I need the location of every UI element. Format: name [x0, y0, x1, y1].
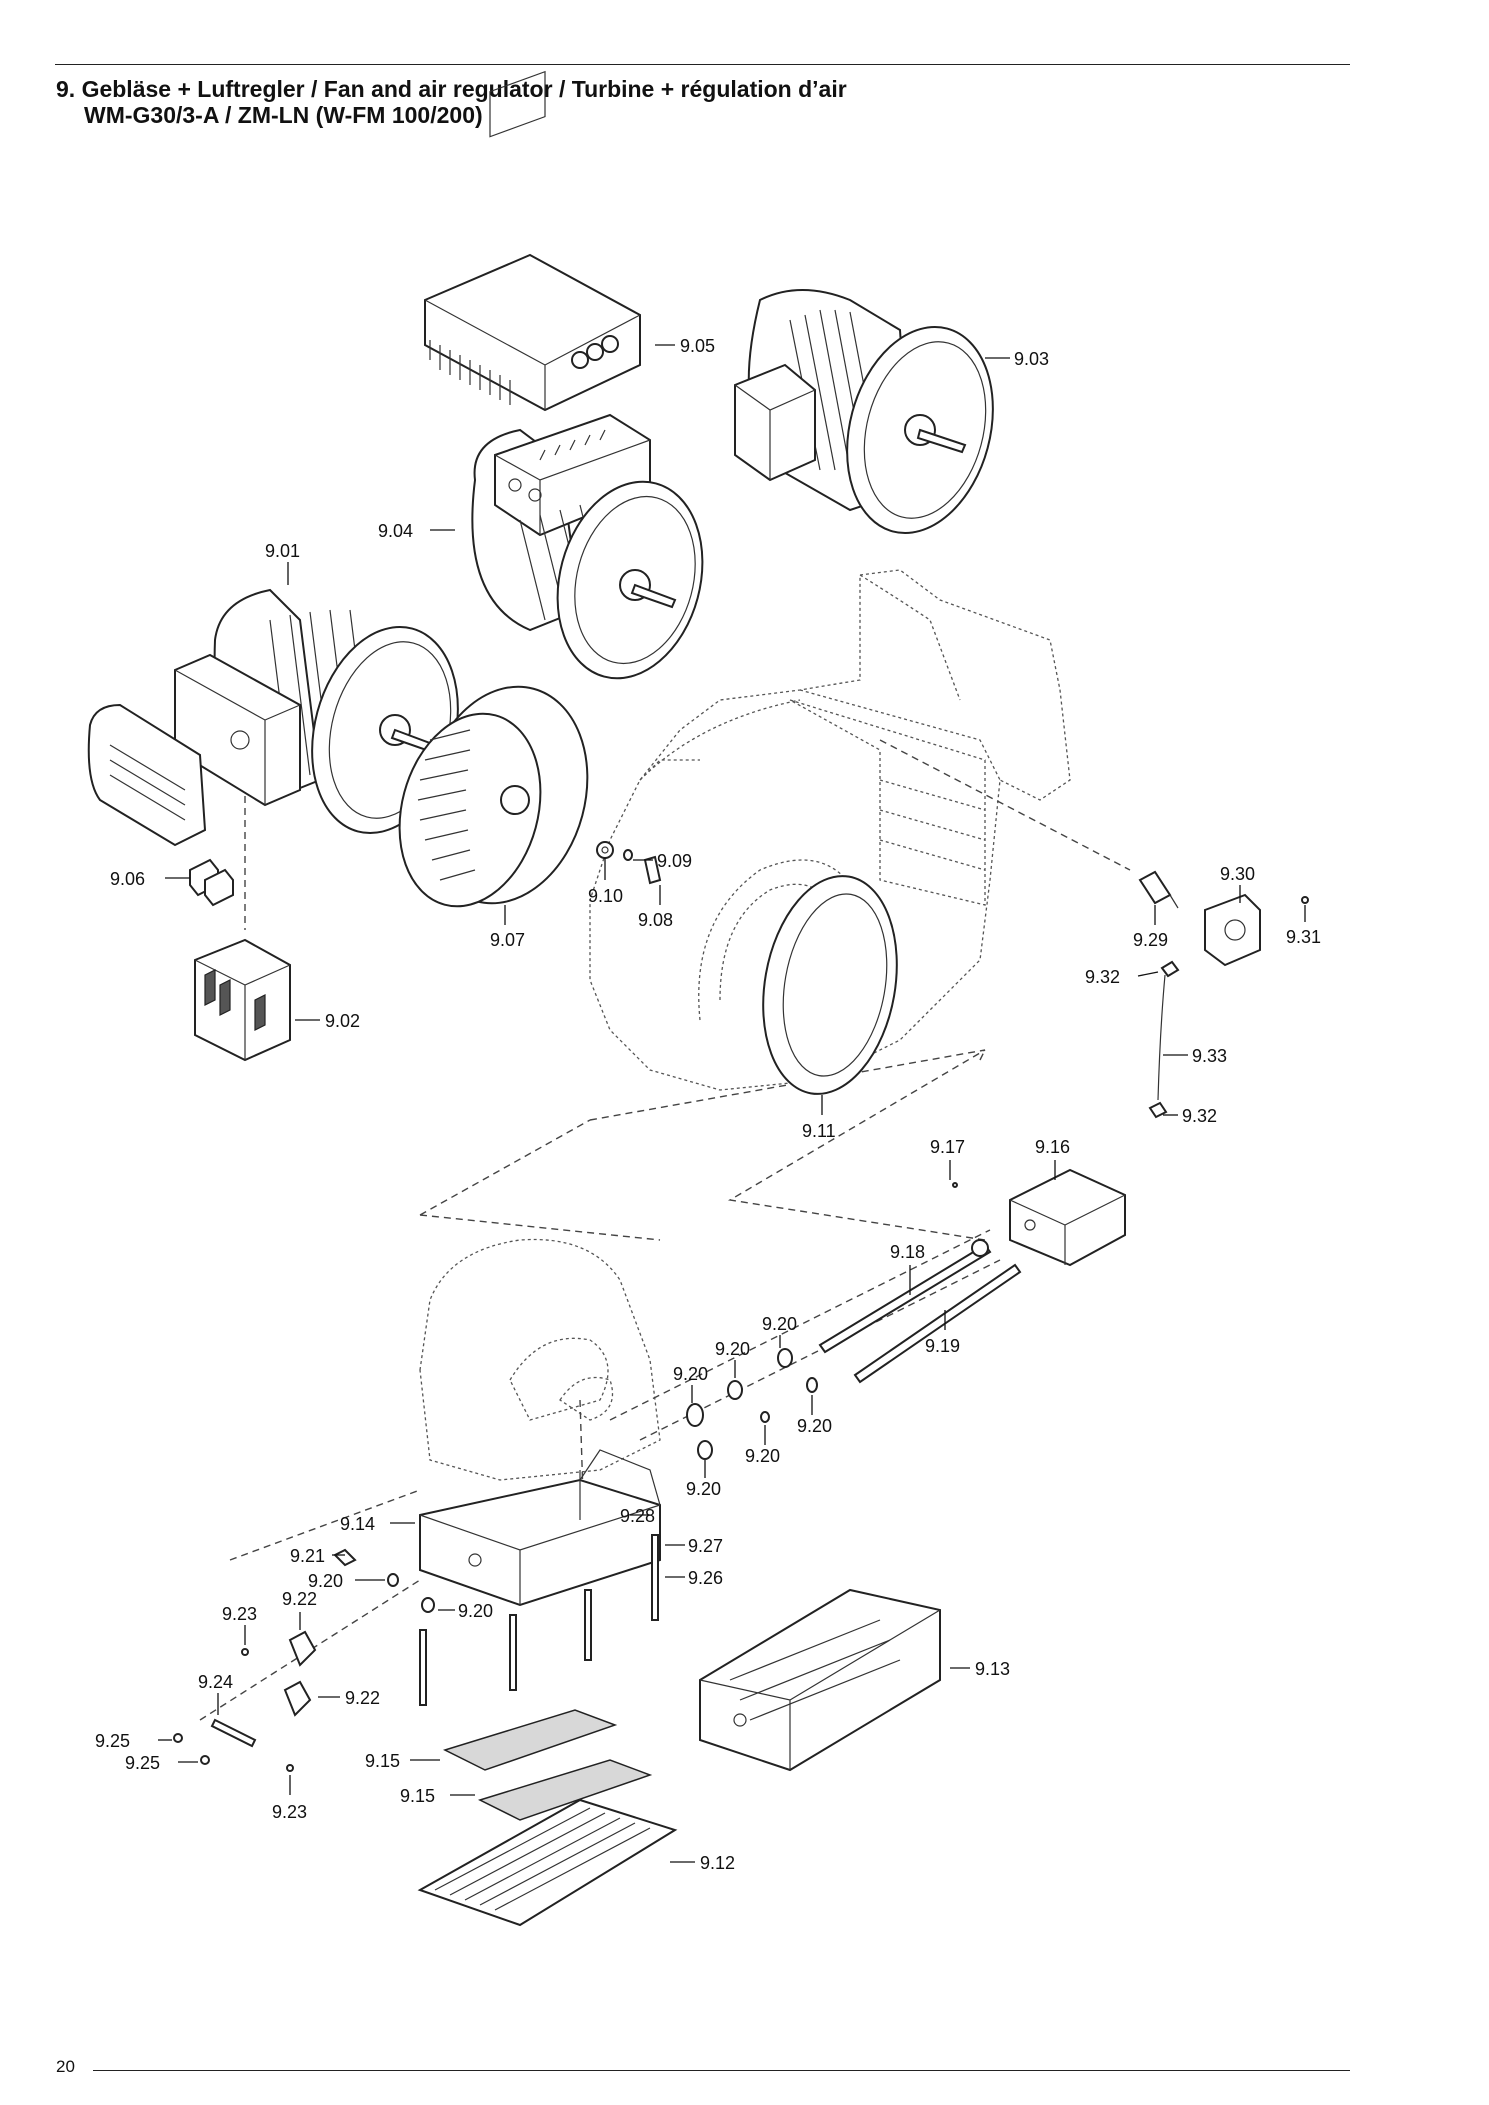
parts-9-20-rings	[387, 1348, 818, 1613]
callout-9-16: 9.16	[1035, 1137, 1070, 1157]
callout-9-29: 9.29	[1133, 930, 1168, 950]
callout-9-20-g: 9.20	[308, 1571, 343, 1591]
parts-9-32-9-33-hose	[1148, 960, 1180, 1119]
bolts-9-26-9-28	[419, 1470, 659, 1706]
callout-9-20-h: 9.20	[458, 1601, 493, 1621]
callout-9-32-upper: 9.32	[1085, 967, 1120, 987]
callout-9-19: 9.19	[925, 1336, 960, 1356]
part-9-04-motor	[471, 413, 704, 680]
parts-9-29-to-9-31	[1138, 870, 1309, 967]
callout-9-22-lower: 9.22	[345, 1688, 380, 1708]
part-9-16-servomotor	[952, 1168, 1126, 1267]
callout-9-27: 9.27	[688, 1536, 723, 1556]
callout-9-07: 9.07	[490, 930, 525, 950]
callout-9-10: 9.10	[588, 886, 623, 906]
page-number: 20	[56, 2057, 75, 2076]
callout-9-13: 9.13	[975, 1659, 1010, 1679]
part-9-03-motor	[734, 289, 994, 535]
lower-housing-outline	[419, 1238, 661, 1481]
callout-9-20-b: 9.20	[715, 1339, 750, 1359]
footer-rule	[93, 2070, 1350, 2071]
callout-9-25-lower: 9.25	[125, 1753, 160, 1773]
callout-9-25-upper: 9.25	[95, 1731, 130, 1751]
callout-labels: 9.05 9.03 9.04 9.01 9.06 9.02 9.07 9.10 …	[95, 336, 1321, 1873]
part-9-12-grid	[417, 1798, 678, 1927]
callout-9-02: 9.02	[325, 1011, 360, 1031]
header-rule	[55, 64, 1350, 65]
page-subtitle: WM-G30/3-A / ZM-LN (W-FM 100/200)	[84, 102, 483, 128]
small-parts-9-08-9-10	[596, 841, 662, 885]
callout-9-31: 9.31	[1286, 927, 1321, 947]
callout-9-20-d: 9.20	[797, 1416, 832, 1436]
parts-9-18-9-19-shafts	[818, 1239, 1022, 1384]
callout-9-28: 9.28	[620, 1506, 655, 1526]
part-9-14-base-tray	[419, 1449, 661, 1607]
callout-9-23-upper: 9.23	[222, 1604, 257, 1624]
callout-9-20-e: 9.20	[745, 1446, 780, 1466]
callout-leaders	[158, 344, 1306, 1863]
callout-9-08: 9.08	[638, 910, 673, 930]
linkage-parts	[173, 1548, 357, 1772]
callout-9-20-a: 9.20	[762, 1314, 797, 1334]
callout-9-26: 9.26	[688, 1568, 723, 1588]
callout-9-03: 9.03	[1014, 349, 1049, 369]
callout-9-30: 9.30	[1220, 864, 1255, 884]
part-9-02-contactor	[194, 938, 291, 1062]
callout-9-15-upper: 9.15	[365, 1751, 400, 1771]
callout-9-06: 9.06	[110, 869, 145, 889]
part-9-05-controller-cover	[424, 70, 641, 412]
callout-9-04: 9.04	[378, 521, 413, 541]
part-9-13-tray	[699, 1588, 941, 1772]
callout-9-12: 9.12	[700, 1853, 735, 1873]
callout-9-24: 9.24	[198, 1672, 233, 1692]
callout-9-23-lower: 9.23	[272, 1802, 307, 1822]
callout-9-32-lower: 9.32	[1182, 1106, 1217, 1126]
callout-9-33: 9.33	[1192, 1046, 1227, 1066]
callout-9-21: 9.21	[290, 1546, 325, 1566]
part-9-15-plates	[442, 1709, 653, 1821]
part-9-06-cover-and-glands	[87, 703, 234, 907]
callout-9-11: 9.11	[802, 1121, 836, 1141]
page-title: 9. Gebläse + Luftregler / Fan and air re…	[56, 76, 847, 102]
callout-9-15-lower: 9.15	[400, 1786, 435, 1806]
callout-9-22-upper: 9.22	[282, 1589, 317, 1609]
callout-9-05: 9.05	[680, 336, 715, 356]
callout-9-20-f: 9.20	[686, 1479, 721, 1499]
callout-9-20-c: 9.20	[673, 1364, 708, 1384]
callout-9-01: 9.01	[265, 541, 300, 561]
part-9-01-motor	[174, 588, 459, 835]
part-9-07-fan-wheel	[398, 685, 589, 908]
callout-9-09: 9.09	[657, 851, 692, 871]
callout-9-17: 9.17	[930, 1137, 965, 1157]
part-9-11-ring	[762, 875, 898, 1095]
callout-9-14: 9.14	[340, 1514, 375, 1534]
callout-9-18: 9.18	[890, 1242, 925, 1262]
